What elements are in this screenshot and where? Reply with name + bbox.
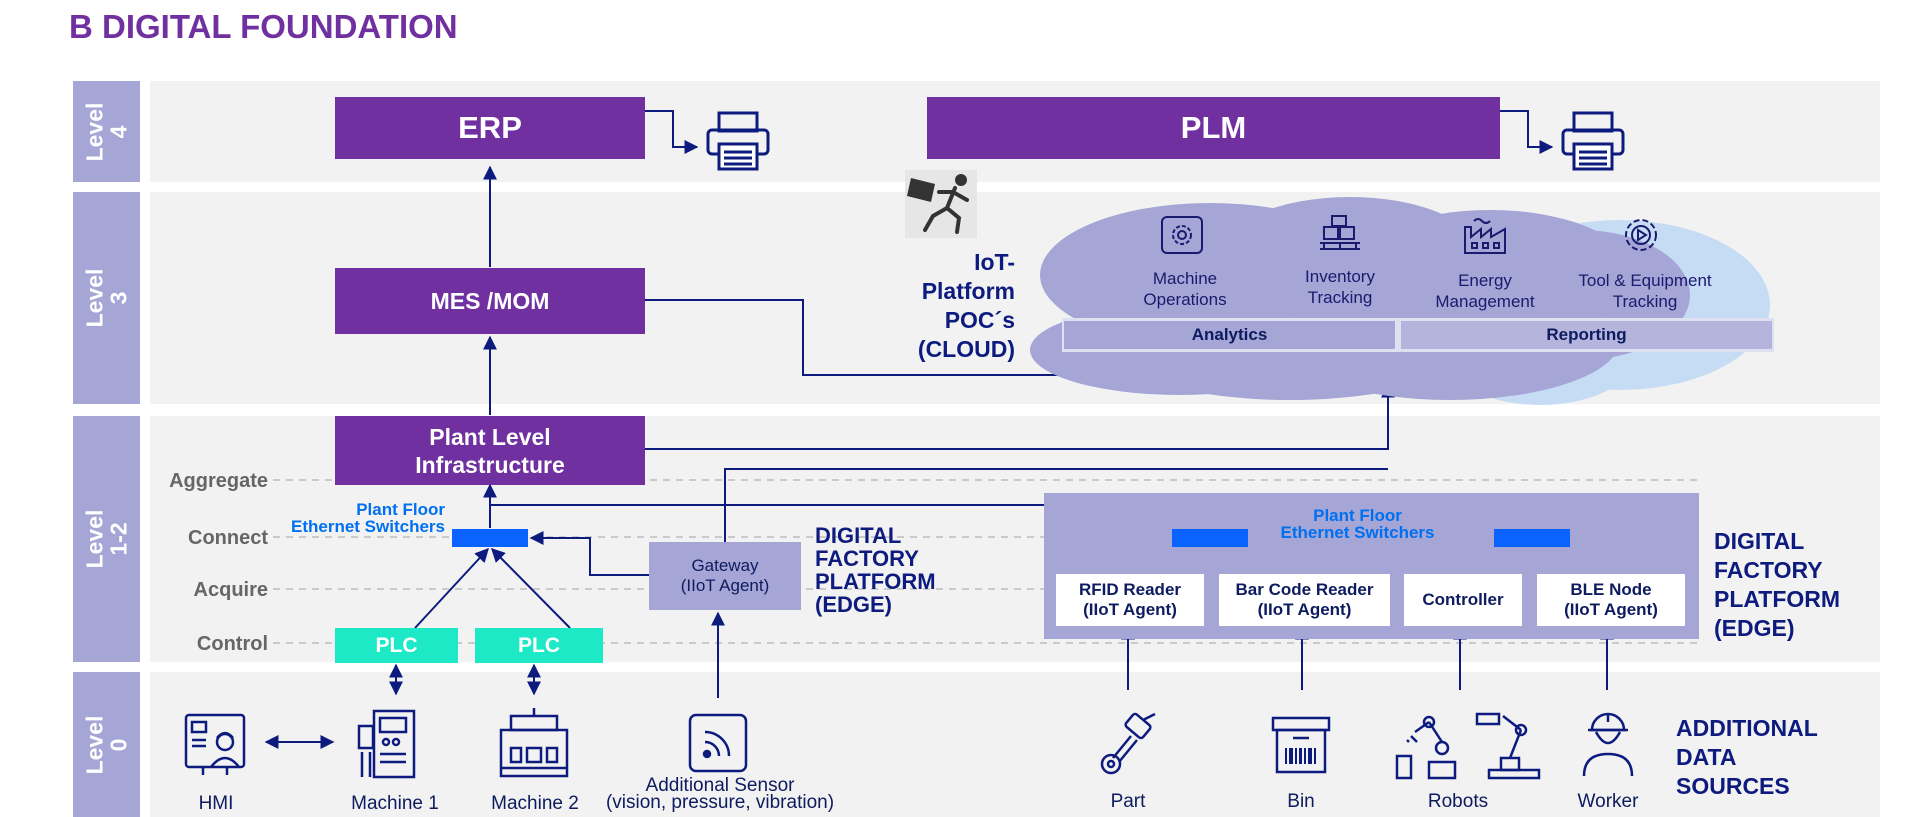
level-1-2-label: Level 1-2: [73, 416, 140, 662]
digital-factory-platform-label: DIGITAL FACTORY PLATFORM (EDGE): [815, 523, 936, 617]
device-label-hmi: HMI: [198, 793, 234, 814]
plant-level-infrastructure-box: Plant Level Infrastructure: [335, 416, 645, 485]
factory-icon: [1464, 218, 1506, 254]
device-label-bin: Bin: [1287, 791, 1315, 812]
gateway-box: Gateway (IIoT Agent): [649, 542, 801, 610]
additional-data-sources-label: ADDITIONAL DATA SOURCES: [1676, 715, 1818, 799]
printer-icon: [706, 111, 770, 171]
ethernet-switch: [452, 529, 528, 547]
stage-control: Control: [196, 633, 268, 655]
edge-box-controller: Controller: [1404, 574, 1522, 626]
device-label-machine-2: Machine 2: [491, 793, 579, 814]
level-4-label: Level 4: [73, 81, 140, 182]
robot-arm-icon: [1395, 712, 1541, 780]
device-label-worker: Worker: [1577, 791, 1639, 812]
edge-box-ble-node: BLE Node (IIoT Agent): [1537, 574, 1685, 626]
device-label-machine-1: Machine 1: [351, 793, 439, 814]
running-mail-icon: [905, 170, 977, 238]
stage-aggregate: Aggregate: [169, 470, 268, 492]
page-title: B DIGITAL FOUNDATION: [69, 8, 458, 45]
cloud-item-energy-management: Energy Management: [1435, 271, 1535, 311]
plc-box-2: PLC: [475, 628, 603, 663]
plc-box-1: PLC: [335, 628, 458, 663]
cloud-item-inventory-tracking: Inventory Tracking: [1305, 267, 1375, 307]
tool-gear-icon: [1625, 219, 1657, 251]
device-label-robots: Robots: [1427, 791, 1489, 812]
digital-factory-platform-label: DIGITAL FACTORY PLATFORM (EDGE): [1714, 528, 1841, 641]
pallet-icon: [1320, 215, 1360, 250]
plant-floor-switchers-label: Plant Floor Ethernet Switchers: [1280, 506, 1435, 542]
mes-mom-box: MES /MOM: [335, 268, 645, 334]
barcode-bin-icon: [1271, 716, 1331, 774]
analytics-bar: Analytics: [1064, 321, 1395, 349]
cloud-item-machine-operations: Machine Operations: [1143, 269, 1227, 309]
cloud-item-tool-equipment-tracking: Tool & Equipment Tracking: [1578, 271, 1712, 311]
worker-icon: [1582, 712, 1634, 777]
ethernet-switch: [1494, 529, 1570, 547]
band-level-0: [150, 672, 1880, 817]
edge-box-bar-code-reader: Bar Code Reader (IIoT Agent): [1219, 574, 1390, 626]
level-0-label: Level 0: [73, 672, 140, 817]
edge-box-rfid-reader: RFID Reader (IIoT Agent): [1056, 574, 1204, 626]
stage-connect: Connect: [188, 527, 268, 549]
machine-icon: [357, 709, 416, 779]
gear-icon: [1161, 216, 1203, 254]
device-label-additional-sensor: Additional Sensor (vision, pressure, vib…: [605, 775, 835, 813]
iot-platform-label: IoT- Platform POC´s (CLOUD): [917, 249, 1015, 362]
hmi-operator-icon: [184, 713, 246, 775]
engine-part-icon: [1100, 712, 1156, 775]
reporting-bar: Reporting: [1401, 321, 1772, 349]
ethernet-switch: [1172, 529, 1248, 547]
device-label-part: Part: [1110, 791, 1146, 812]
erp-box: ERP: [335, 97, 645, 159]
wifi-sensor-icon: [688, 713, 748, 773]
printer-icon: [1561, 111, 1625, 171]
plant-floor-switchers-label: Plant Floor Ethernet Switchers: [291, 500, 445, 536]
machine-icon: [499, 708, 569, 778]
plm-box: PLM: [927, 97, 1500, 159]
stage-acquire: Acquire: [193, 579, 268, 601]
level-3-label: Level 3: [73, 192, 140, 404]
